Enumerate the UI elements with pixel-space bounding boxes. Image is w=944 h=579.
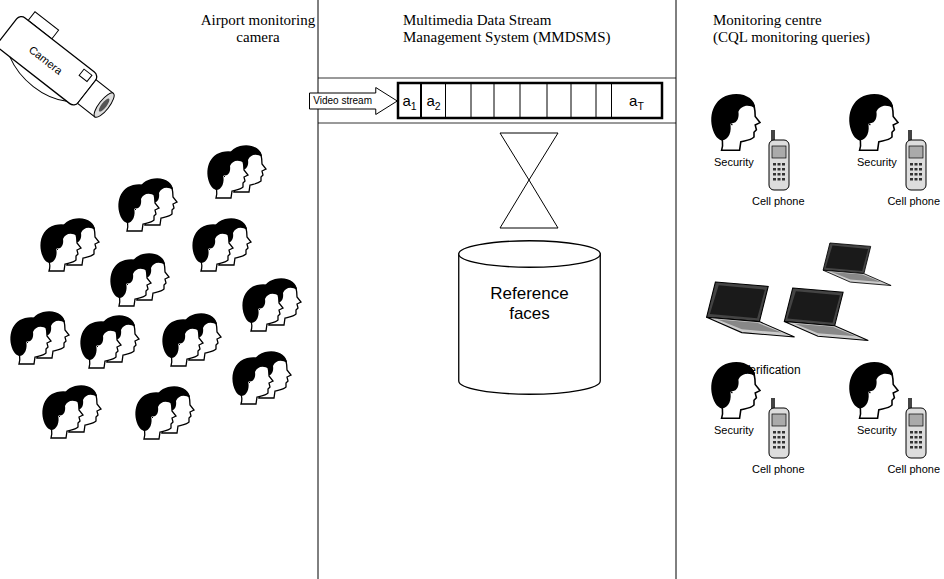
hourglass-join: [500, 133, 558, 228]
hourglass-join: [500, 180, 558, 228]
stream-channel: [318, 123, 676, 124]
camera-illustration: [97, 97, 111, 113]
panel-heading: Multimedia Data Stream Management System…: [403, 12, 611, 47]
laptops: [707, 282, 795, 337]
security-staff: [711, 94, 898, 418]
laptops: [707, 282, 795, 337]
camera-illustration: [79, 69, 92, 81]
text-part: 1: [411, 100, 417, 112]
stream-cell-divider: [494, 83, 495, 118]
crowd-of-faces: [80, 315, 139, 368]
device-label: Cell phone: [752, 463, 805, 476]
crowd-of-faces: [162, 313, 221, 366]
crowd-of-faces: [118, 178, 177, 231]
text-line: Multimedia Data Stream: [403, 12, 611, 29]
text-part: a: [426, 92, 434, 109]
stream-arrow: Video stream: [309, 87, 398, 115]
camera-illustration: [0, 6, 127, 131]
crowd-of-faces: [110, 253, 169, 306]
text-line: (CQL monitoring queries): [713, 29, 870, 46]
stream-cell-divider: [471, 83, 596, 118]
stream-cell: aT: [611, 83, 662, 118]
stream-cell-divider: [471, 83, 472, 118]
text-line: Airport monitoring: [193, 12, 323, 29]
security-staff: [711, 94, 760, 150]
panel-heading: Monitoring centre (CQL monitoring querie…: [713, 12, 870, 47]
role-label: Security: [714, 424, 754, 437]
database-cylinder: Reference faces: [458, 240, 601, 395]
crowd-of-faces: [135, 386, 194, 439]
text-line: Monitoring centre: [713, 12, 870, 29]
crowd-of-faces: [10, 145, 301, 439]
device-label: Cell phone: [887, 195, 940, 208]
role-label: Security: [857, 156, 897, 169]
panel-divider: [676, 0, 677, 579]
security-staff: [849, 362, 898, 418]
stream-cell-divider: [571, 83, 572, 118]
hourglass-join: [500, 133, 558, 180]
security-staff: [849, 94, 898, 150]
camera-illustration: [91, 90, 117, 120]
stream-channel: [318, 78, 676, 79]
text-line: Management System (MMDSMS): [403, 29, 611, 46]
device-label: Cell phone: [752, 195, 805, 208]
camera-illustration: [0, 14, 99, 107]
text-line: faces: [458, 304, 601, 324]
crowd-of-faces: [207, 145, 266, 198]
text-part: T: [637, 100, 643, 112]
stream-cell-divider: [547, 83, 548, 118]
verification-label: Verification: [742, 364, 801, 378]
text-line: camera: [193, 29, 323, 46]
arrow-outline: [310, 88, 398, 115]
panel-divider: [318, 0, 319, 579]
crowd-of-faces: [40, 218, 99, 271]
cell-phones: [906, 130, 926, 190]
stream-cell-divider: [520, 83, 521, 118]
text-line: Reference: [458, 284, 601, 304]
node-text: aT: [612, 84, 661, 123]
stream-cell: a2: [421, 83, 446, 118]
node-text: Reference faces: [458, 240, 601, 325]
role-label: Security: [714, 156, 754, 169]
role-label: Security: [857, 424, 897, 437]
device-label: Cell phone: [887, 463, 940, 476]
node-text: Video stream: [309, 87, 376, 115]
stream-cell: a1: [398, 83, 421, 118]
stream-buffer: [398, 83, 662, 118]
text-part: a: [402, 92, 410, 109]
laptops: [707, 243, 892, 341]
cell-phones: [769, 398, 789, 458]
text-part: 2: [435, 100, 441, 112]
cell-phones: [906, 398, 926, 458]
laptops: [823, 243, 891, 286]
cylinder-outline: [459, 254, 601, 394]
crowd-of-faces: [242, 278, 301, 331]
cell-phones: [769, 130, 789, 190]
crowd-of-faces: [232, 351, 291, 404]
crowd-of-faces: [192, 218, 251, 271]
crowd-of-faces: [10, 311, 69, 364]
laptops: [784, 288, 868, 341]
security-staff: [711, 94, 760, 150]
security-staff: [849, 362, 898, 418]
text-part: a: [629, 92, 637, 109]
node-text: a2: [422, 84, 445, 123]
cylinder-top: [459, 241, 601, 268]
cell-phones: [769, 130, 926, 458]
node-text: a1: [399, 84, 420, 123]
stream-cell-divider: [596, 83, 597, 118]
laptops: [823, 243, 891, 286]
laptops: [784, 288, 868, 341]
crowd-of-faces: [42, 385, 101, 438]
security-staff: [849, 94, 898, 150]
panel-heading: Airport monitoring camera: [193, 12, 323, 47]
